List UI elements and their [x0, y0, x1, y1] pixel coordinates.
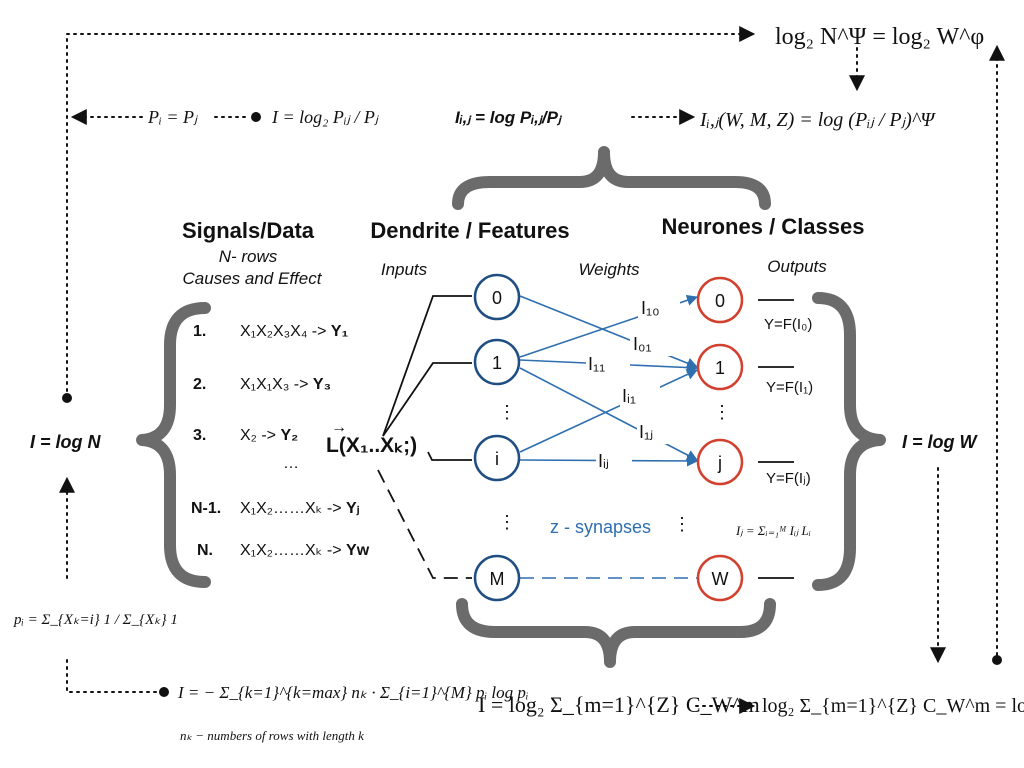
formula-log2-n-psi: log₂ N^Ψ = log₂ W^φ	[775, 24, 984, 50]
output-formula: Y=F(I₀)	[764, 316, 812, 333]
input-node-circle	[473, 554, 521, 602]
formula-p-i: pᵢ = Σ_{Xₖ=i} 1 / Σ_{Xₖ} 1	[13, 612, 178, 628]
weight-line	[519, 367, 698, 461]
synapses-label: z - synapses	[550, 517, 651, 537]
weight-labels: I₁₀ I₀₁ I₁₁ Iᵢ₁ I₁ⱼ Iᵢⱼ	[586, 294, 680, 473]
dot-endpoint	[251, 112, 261, 122]
row-number: 3.	[193, 427, 206, 444]
weight-label: Iᵢⱼ	[598, 451, 609, 471]
input-nodes: 0 1 i M ⋮ ⋮	[473, 273, 521, 602]
formula-log-n: I = log N	[30, 432, 102, 452]
output-formula: Y=F(I₁)	[766, 379, 813, 396]
weight-line	[519, 369, 699, 453]
formula-bottom-sum: I = log₂ Σ_{m=1}^{Z} C_W^m	[478, 692, 760, 717]
input-node-label: i	[495, 449, 499, 469]
brace-right	[812, 292, 886, 591]
row-expression: X₁X₁X₃ -> Y₃	[240, 376, 331, 393]
output-vdots: ⋮	[713, 402, 731, 422]
dot-endpoint	[159, 687, 169, 697]
formula-pi-eq-pj: Pᵢ = Pⱼ	[147, 107, 199, 127]
heading-signals: Signals/Data	[182, 218, 315, 243]
brace-left	[136, 302, 211, 588]
input-node-label: M	[490, 569, 505, 589]
weight-label: I₁₀	[641, 298, 660, 318]
input-vdots: ⋮	[498, 402, 516, 422]
label-weights: Weights	[578, 260, 640, 279]
input-node-circle	[473, 434, 521, 482]
formula-entropy: I = − Σ_{k=1}^{k=max} nₖ · Σ_{i=1}^{M} p…	[177, 683, 529, 702]
output-node-circle	[696, 554, 744, 602]
output-nodes: 0 1 j W ⋮ ⋮	[673, 276, 744, 602]
input-node-circle	[473, 338, 521, 386]
heading-signals-rows: N- rows	[219, 247, 278, 266]
output-formulas: Y=F(I₀) Y=F(I₁) Y=F(Iⱼ)	[758, 299, 813, 579]
input-node-circle	[473, 273, 521, 321]
output-formula: Y=F(Iⱼ)	[766, 470, 811, 487]
formula-iij-wmz: Iᵢ,ⱼ(W, M, Z) = log (Pᵢⱼ / Pⱼ)^Ψ	[699, 109, 936, 131]
row-expression: X₁X₂X₃X₄ -> Y₁	[240, 323, 349, 340]
formula-bottom-sum2: log₂ Σ_{m=1}^{Z} C_W^m = log₂ W^φ	[762, 695, 1024, 717]
output-node-label: 1	[715, 358, 725, 378]
formula-ij-sum: Iⱼ = Σᵢ₌₁ᴹ Iᵢⱼ Lᵢ	[735, 523, 811, 538]
heading-signals-causes: Causes and Effect	[183, 269, 323, 288]
output-node-circle	[696, 276, 744, 324]
row-number: N-1.	[191, 500, 221, 517]
output-node-label: W	[712, 569, 729, 589]
row-expression: X₁X₂……Xₖ -> Yⱼ	[240, 500, 360, 517]
formula-log-w: I = log W	[902, 432, 979, 452]
connector-to-M	[377, 469, 472, 579]
formula-i-log2: I = log₂ Pᵢⱼ / Pⱼ	[271, 107, 380, 127]
output-vdots: ⋮	[673, 514, 691, 534]
output-node-circle	[696, 438, 744, 486]
row-expression: X₁X₂……Xₖ -> Yw	[240, 542, 370, 559]
input-node-label: 0	[492, 288, 502, 308]
dotted-connectors	[59, 26, 1005, 714]
weight-label: I₀₁	[633, 334, 652, 354]
lx-arrow: →	[331, 419, 347, 436]
connector-to-1	[382, 362, 472, 437]
label-outputs: Outputs	[767, 257, 827, 276]
weight-label: Iᵢ₁	[622, 386, 636, 406]
output-node-circle	[696, 343, 744, 391]
dot-endpoint	[992, 655, 1002, 665]
input-vdots: ⋮	[498, 512, 516, 532]
dotted-line-bottom-left	[66, 659, 161, 693]
connector-to-0	[382, 295, 472, 437]
dot-endpoint	[62, 393, 72, 403]
row-number: 2.	[193, 376, 206, 393]
heading-dendrite: Dendrite / Features	[370, 218, 569, 243]
row-expression: X₂ -> Y₂	[240, 427, 298, 444]
lx-label: L(X₁..Xₖ;)	[326, 434, 417, 457]
heading-neurones: Neurones / Classes	[662, 214, 865, 239]
connector-to-i	[427, 451, 472, 461]
brace-bottom	[456, 598, 776, 668]
dotted-arrow-top	[66, 26, 756, 399]
data-rows: 1. X₁X₂X₃X₄ -> Y₁ 2. X₁X₁X₃ -> Y₃ 3. X₂ …	[191, 323, 370, 559]
brace-top	[452, 146, 771, 210]
formula-nk-note: nₖ − numbers of rows with length k	[180, 728, 364, 743]
weight-label: I₁ⱼ	[639, 422, 653, 442]
row-number: N.	[197, 542, 213, 559]
weight-label: I₁₁	[588, 354, 605, 374]
output-node-label: j	[717, 453, 722, 473]
row-ellipsis: …	[283, 455, 299, 472]
output-node-label: 0	[715, 291, 725, 311]
input-node-label: 1	[492, 353, 502, 373]
formula-iij-def: Iᵢ,ⱼ = log Pᵢ,ⱼ/Pⱼ	[455, 108, 563, 127]
row-number: 1.	[193, 323, 206, 340]
label-inputs: Inputs	[381, 260, 428, 279]
